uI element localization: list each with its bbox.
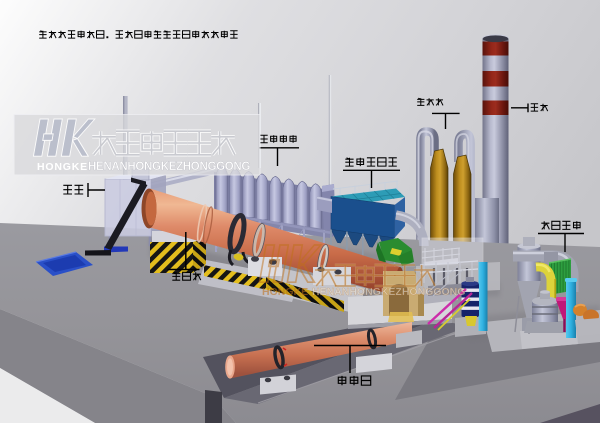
svg-text:HENANHONGKEZHONGGONG: HENANHONGKEZHONGGONG bbox=[312, 286, 465, 298]
svg-text:HONGKE: HONGKE bbox=[37, 161, 88, 173]
svg-text:HONGKE: HONGKE bbox=[262, 286, 308, 298]
svg-text:HENANHONGKEZHONGGONG: HENANHONGKEZHONGGONG bbox=[88, 161, 250, 173]
